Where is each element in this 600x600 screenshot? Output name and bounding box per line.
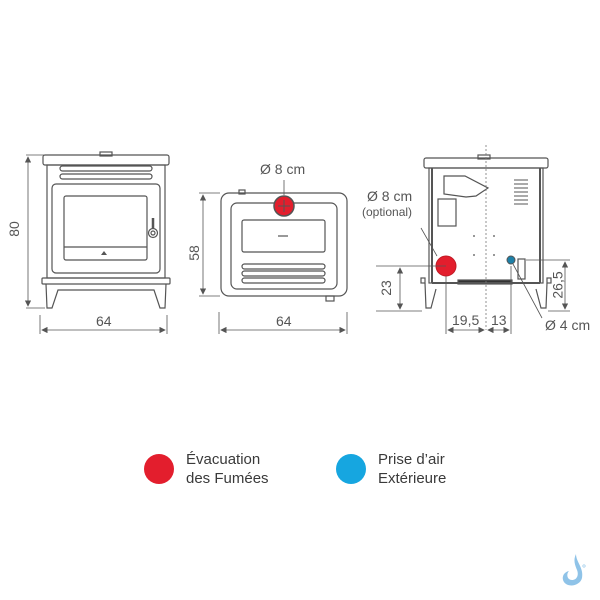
- rear-air-inlet-label: Ø 4 cm: [545, 317, 591, 333]
- front-view: [41, 151, 171, 309]
- water-drop-logo-icon: [562, 554, 586, 586]
- top-flue-label: Ø 8 cm: [260, 161, 306, 177]
- red-dot-icon: [144, 454, 174, 484]
- top-width-label: 64: [276, 313, 292, 329]
- rear-air-inlet: [506, 255, 516, 265]
- rear-air-height-label: 26,5: [549, 271, 566, 299]
- legend-item-air: Prise d’air Extérieure: [336, 450, 446, 488]
- top-depth-label: 58: [185, 245, 202, 261]
- rear-flue-offset-label: 19,5: [452, 312, 480, 328]
- blue-dot-icon: [336, 454, 366, 484]
- legend-label-air: Prise d’air Extérieure: [378, 451, 447, 487]
- legend: Évacuation des Fumées Prise d’air Extéri…: [140, 450, 480, 500]
- legend-item-flue: Évacuation des Fumées: [144, 450, 269, 488]
- top-view: [220, 189, 348, 302]
- rear-air-offset-label: 13: [491, 312, 507, 328]
- front-height-label: 80: [5, 221, 22, 237]
- front-width-label: 64: [96, 313, 112, 329]
- rear-optional-note: (optional): [362, 205, 413, 219]
- top-flue-outlet: [273, 195, 295, 217]
- rear-flue-height-label: 23: [377, 280, 394, 296]
- rear-dimension-lines: [376, 227, 570, 334]
- top-dimension-lines: [199, 180, 348, 334]
- rear-optional-flue-label: Ø 8 cm: [367, 188, 413, 204]
- front-dimension-lines: [24, 154, 168, 334]
- legend-label-flue: Évacuation des Fumées: [186, 451, 269, 487]
